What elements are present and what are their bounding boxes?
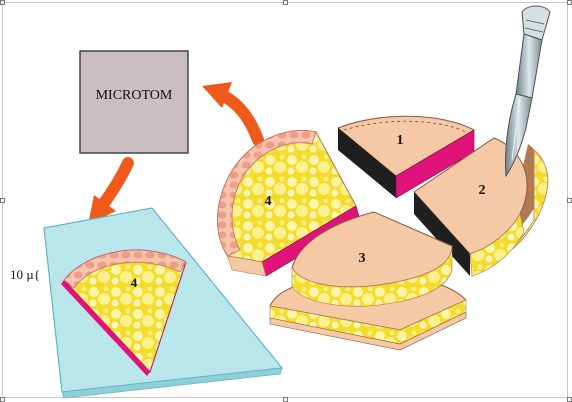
section-slice: 4 bbox=[61, 249, 187, 376]
slice-label: 4 bbox=[131, 275, 138, 290]
microtome-box: MICROTOM bbox=[79, 50, 189, 154]
arrow-to-microtome bbox=[202, 82, 264, 146]
microtome-label: MICROTOM bbox=[96, 88, 173, 103]
resize-handle-tc[interactable] bbox=[283, 0, 288, 5]
piece-1-label: 1 bbox=[397, 133, 404, 148]
arrow-to-slide bbox=[88, 157, 134, 225]
scalpel-icon bbox=[505, 5, 551, 178]
resize-handle-tl[interactable] bbox=[0, 0, 5, 5]
resize-handle-ml[interactable] bbox=[0, 198, 5, 203]
piece-1: 1 bbox=[337, 115, 476, 199]
piece-4-label: 4 bbox=[265, 194, 272, 209]
piece-2-label: 2 bbox=[479, 183, 486, 198]
thickness-label: 10 µ{ bbox=[10, 267, 40, 282]
piece-2: 2 bbox=[413, 137, 549, 277]
piece-3-label: 3 bbox=[359, 251, 366, 266]
piece-3: 3 bbox=[291, 211, 453, 307]
